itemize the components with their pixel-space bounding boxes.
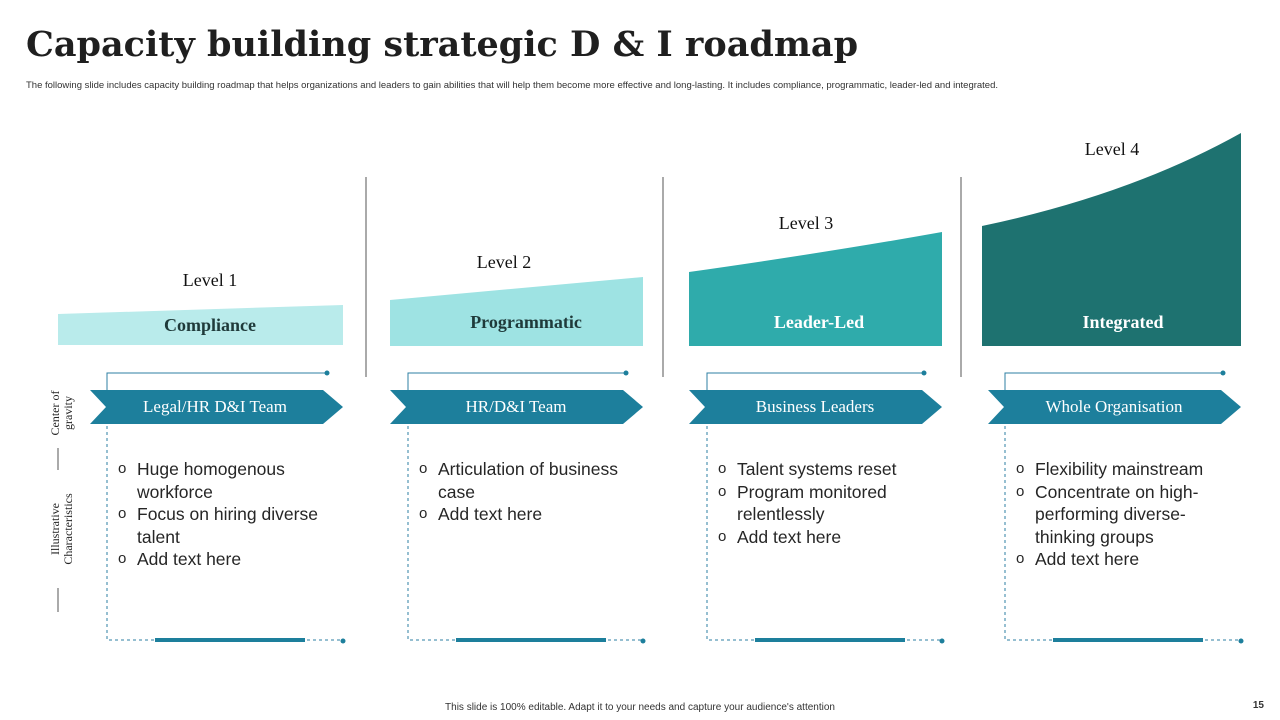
- stage-shape-leader-led: [689, 232, 942, 346]
- bullet: o: [118, 505, 127, 522]
- team-label: HR/D&I Team: [465, 397, 567, 416]
- frame-dashed: [1004, 420, 1241, 641]
- team-label: Business Leaders: [755, 397, 875, 416]
- side-label-center-of-gravity: Center of gravity: [48, 383, 75, 443]
- connector-dot: [340, 638, 346, 644]
- connector-dot: [640, 638, 646, 644]
- side-label-text: Illustrative Characteristics: [48, 493, 75, 565]
- frame-dashed: [706, 420, 942, 641]
- connector-dot: [324, 370, 330, 376]
- bullet: o: [1016, 460, 1025, 477]
- bottom-accent-bar: [456, 638, 606, 642]
- bullet: o: [1016, 550, 1025, 567]
- connector-dot: [1238, 638, 1244, 644]
- side-label-text: Center of gravity: [48, 390, 75, 436]
- bullet: o: [118, 460, 127, 477]
- team-chevron: [689, 390, 942, 424]
- frame-dashed: [407, 420, 643, 641]
- connector-dot: [623, 370, 629, 376]
- frame-dashed: [106, 420, 343, 641]
- connector-dot: [921, 370, 927, 376]
- team-label: Whole Organisation: [1045, 397, 1183, 416]
- bullet: o: [718, 527, 727, 545]
- side-label-illustrative-characteristics: Illustrative Characteristics: [48, 486, 77, 572]
- bottom-accent-bar: [755, 638, 905, 642]
- team-label: Legal/HR D&I Team: [143, 397, 287, 416]
- stage-shape-programmatic: [390, 277, 643, 346]
- frame-connector: [1004, 372, 1223, 392]
- page-number: 15: [1252, 700, 1264, 711]
- bottom-accent-bar: [155, 638, 305, 642]
- page-title: Capacity building strategic D & I roadma…: [26, 24, 859, 65]
- page-subtitle: The following slide includes capacity bu…: [26, 80, 999, 91]
- frame-connector: [706, 372, 924, 392]
- team-chevron: [90, 390, 343, 424]
- bottom-accent-bar: [1053, 638, 1203, 642]
- stage-shape-compliance: [58, 305, 343, 345]
- frame-connector: [106, 372, 327, 392]
- stage-shape-integrated: [982, 133, 1241, 346]
- bullet: o: [718, 482, 727, 500]
- team-chevron: [390, 390, 643, 424]
- bullet: o: [118, 550, 127, 567]
- bullet: o: [419, 460, 428, 477]
- level-label: Level 1: [182, 270, 238, 290]
- connector-dot: [1220, 370, 1226, 376]
- team-chevron: [988, 390, 1241, 424]
- footer-note: This slide is 100% editable. Adapt it to…: [445, 702, 835, 713]
- stage-label-programmatic: Programmatic: [470, 312, 582, 332]
- connector-dot: [939, 638, 945, 644]
- bullet: o: [1016, 482, 1025, 500]
- stage-label-compliance: Compliance: [164, 315, 256, 335]
- bullet: o: [419, 505, 428, 522]
- stage-label-integrated: Integrated: [1082, 312, 1164, 332]
- frame-connector: [407, 372, 626, 392]
- stage-label-leader-led: Leader-Led: [773, 312, 865, 332]
- level-label: Level 4: [1084, 139, 1140, 159]
- level-label: Level 2: [476, 252, 532, 272]
- level-label: Level 3: [778, 213, 834, 233]
- bullet: o: [718, 460, 727, 477]
